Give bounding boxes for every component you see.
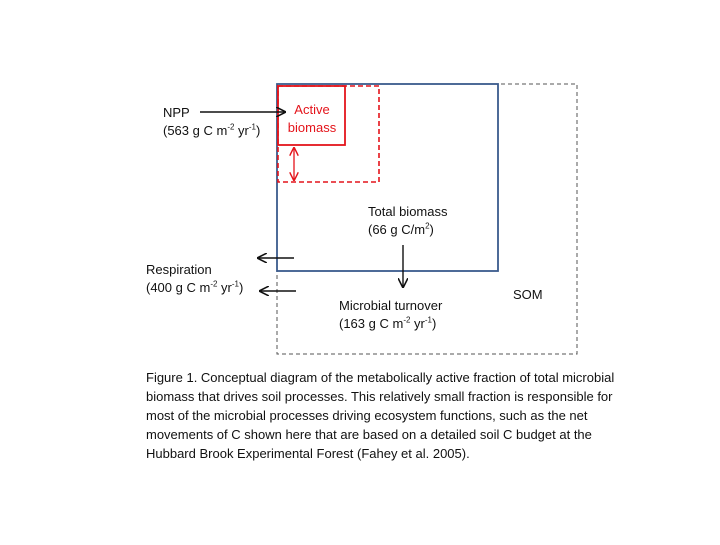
npp-label: NPP (563 g C m-2 yr-1) bbox=[163, 104, 260, 140]
total-biomass-label: Total biomass (66 g C/m2) bbox=[368, 204, 448, 237]
turnover-name: Microbial turnover bbox=[339, 298, 443, 313]
npp-name: NPP bbox=[163, 105, 190, 120]
respiration-value: (400 g C m-2 yr-1) bbox=[146, 279, 244, 295]
total-biomass-box bbox=[276, 83, 499, 272]
active-biomass-label: Active biomass bbox=[287, 102, 337, 135]
npp-value: (563 g C m-2 yr-1) bbox=[163, 122, 261, 138]
respiration-name: Respiration bbox=[146, 262, 212, 277]
turnover-value: (163 g C m-2 yr-1) bbox=[339, 315, 437, 331]
turnover-label: Microbial turnover (163 g C m-2 yr-1) bbox=[339, 297, 442, 333]
som-label: SOM bbox=[513, 287, 543, 302]
respiration-label: Respiration (400 g C m-2 yr-1) bbox=[146, 261, 243, 297]
figure-caption: Figure 1. Conceptual diagram of the meta… bbox=[146, 370, 615, 461]
